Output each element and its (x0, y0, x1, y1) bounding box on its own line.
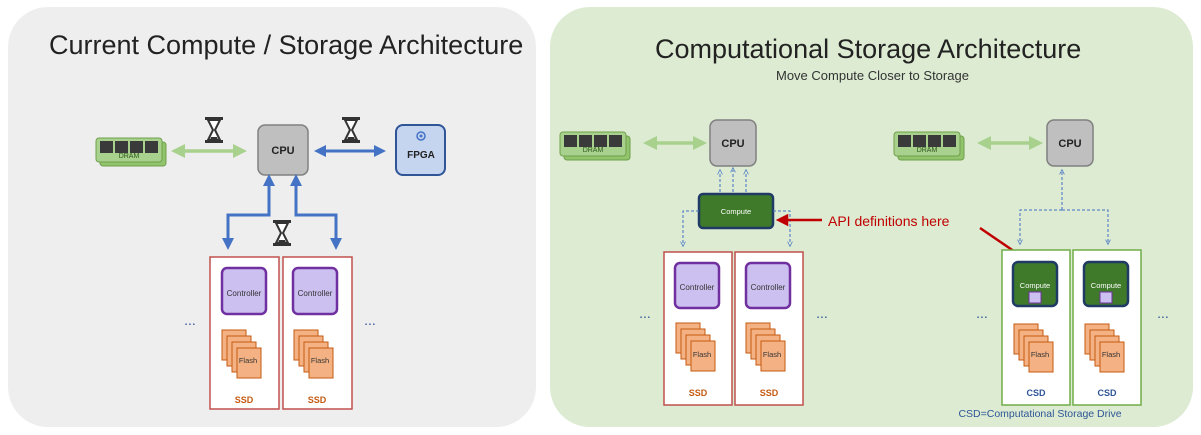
right-ellipsis: ... (1157, 305, 1169, 321)
flash-label: Flash (693, 350, 711, 359)
right-compute-engine: Compute (697, 192, 775, 230)
left-ssd-2: Controller Flash SSD (282, 256, 353, 410)
compute-ssd-dashed-arrows (683, 210, 790, 244)
ssd-label: SSD (760, 388, 779, 398)
computational-architecture-subtitle: Move Compute Closer to Storage (776, 68, 969, 83)
csd-2: Compute Flash CSD (1072, 249, 1142, 406)
right-cpu-label: CPU (721, 138, 744, 150)
gear-icon (416, 131, 426, 141)
flash-label: Flash (311, 356, 329, 365)
left-cpu: CPU (257, 124, 309, 176)
right-ellipsis: ... (816, 305, 828, 321)
cpu-compute-dashed-arrows (720, 170, 746, 192)
ssd-label: SSD (308, 395, 327, 405)
left-ellipsis: ... (184, 312, 196, 328)
flash-label: Flash (239, 356, 257, 365)
api-definitions-note: API definitions here (828, 213, 950, 229)
flash-label: Flash (1031, 350, 1049, 359)
right-dram-1: DRAM (559, 131, 631, 161)
controller-label: Controller (680, 283, 715, 292)
left-fpga: FPGA (395, 124, 446, 176)
right-dram-label: DRAM (583, 147, 604, 154)
computational-architecture-title: Computational Storage Architecture (655, 34, 1082, 64)
right-ellipsis: ... (639, 305, 651, 321)
ssd-label: SSD (689, 388, 708, 398)
cpu-csd-dashed-arrows (1020, 172, 1108, 242)
compute-label: Compute (1091, 281, 1121, 290)
hourglass-icon (204, 116, 224, 144)
left-ssd-1: Controller Flash SSD (209, 256, 280, 410)
left-fpga-label: FPGA (407, 150, 435, 161)
csd-label: CSD (1097, 388, 1117, 398)
left-ellipsis: ... (364, 312, 376, 328)
controller-label: Controller (751, 283, 786, 292)
current-architecture-title: Current Compute / Storage Architecture (49, 30, 524, 60)
hourglass-icon (272, 219, 292, 247)
left-cpu-label: CPU (271, 145, 294, 157)
ssd-label: SSD (235, 395, 254, 405)
left-cpu-ssd-arrows (222, 174, 342, 250)
right-ssd-1: Controller Flash SSD (663, 251, 733, 406)
controller-label: Controller (298, 289, 333, 298)
right-cpu-2: CPU (1046, 119, 1094, 167)
left-dram-label: DRAM (119, 153, 140, 160)
right-ellipsis: ... (976, 305, 988, 321)
controller-label: Controller (227, 289, 262, 298)
compute-label: Compute (1020, 281, 1050, 290)
right-dram-label: DRAM (917, 147, 938, 154)
csd-1: Compute Flash CSD (1001, 249, 1071, 406)
csd-label: CSD (1026, 388, 1046, 398)
right-ssd-2: Controller Flash SSD (734, 251, 804, 406)
right-cpu-label: CPU (1058, 138, 1081, 150)
csd-footnote: CSD=Computational Storage Drive (958, 408, 1121, 420)
compute-label: Compute (721, 207, 751, 216)
right-dram-2: DRAM (893, 131, 965, 161)
right-cpu-1: CPU (709, 119, 757, 167)
hourglass-icon (341, 116, 361, 144)
flash-label: Flash (1102, 350, 1120, 359)
left-dram: DRAM (95, 137, 167, 167)
flash-label: Flash (763, 350, 781, 359)
